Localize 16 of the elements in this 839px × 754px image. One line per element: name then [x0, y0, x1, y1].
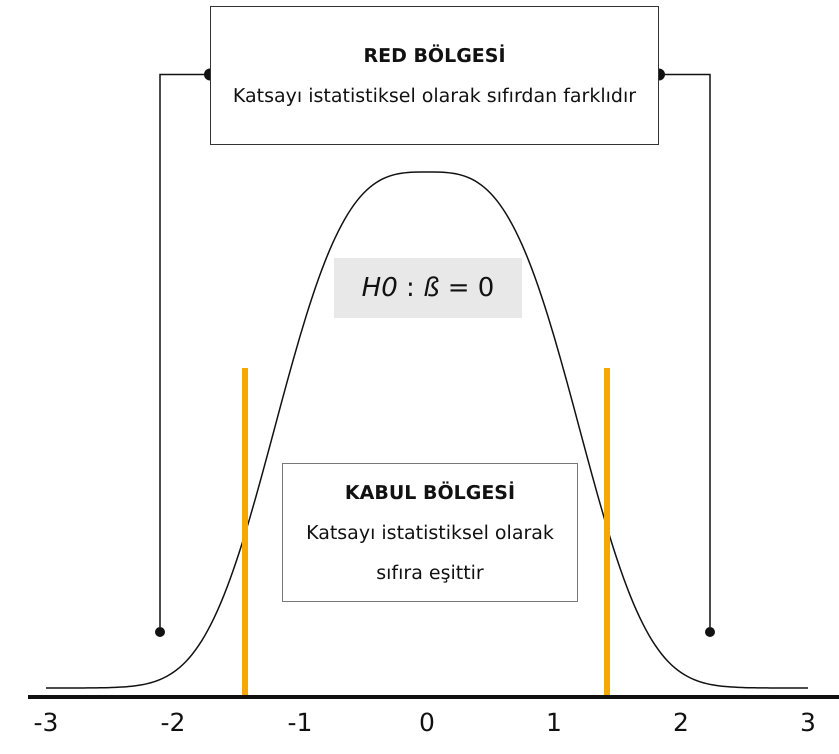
- region-box: [210, 6, 659, 145]
- axis-tick-label: -1: [286, 708, 314, 737]
- axis-tick-label: -2: [160, 708, 186, 737]
- leader-dot: [155, 627, 165, 637]
- leader-dot: [705, 627, 715, 637]
- region-box: [282, 463, 578, 602]
- hypothesis-text: H0 : ß = 0: [362, 272, 494, 305]
- region-title: RED BÖLGESİ: [363, 43, 506, 68]
- region-description: Katsayı istatistiksel olarak sıfıra eşittir: [305, 520, 555, 586]
- axis-tick-label: 1: [545, 708, 563, 737]
- axis-tick-label: -3: [32, 708, 60, 737]
- axis-tick-label: 2: [672, 708, 690, 737]
- axis-tick-label: 3: [799, 708, 817, 737]
- region-title: KABUL BÖLGESİ: [344, 480, 516, 506]
- region-description: Katsayı istatistiksel olarak sıfırdan farklıdır: [232, 84, 636, 108]
- axis-tick-label: 0: [418, 708, 436, 737]
